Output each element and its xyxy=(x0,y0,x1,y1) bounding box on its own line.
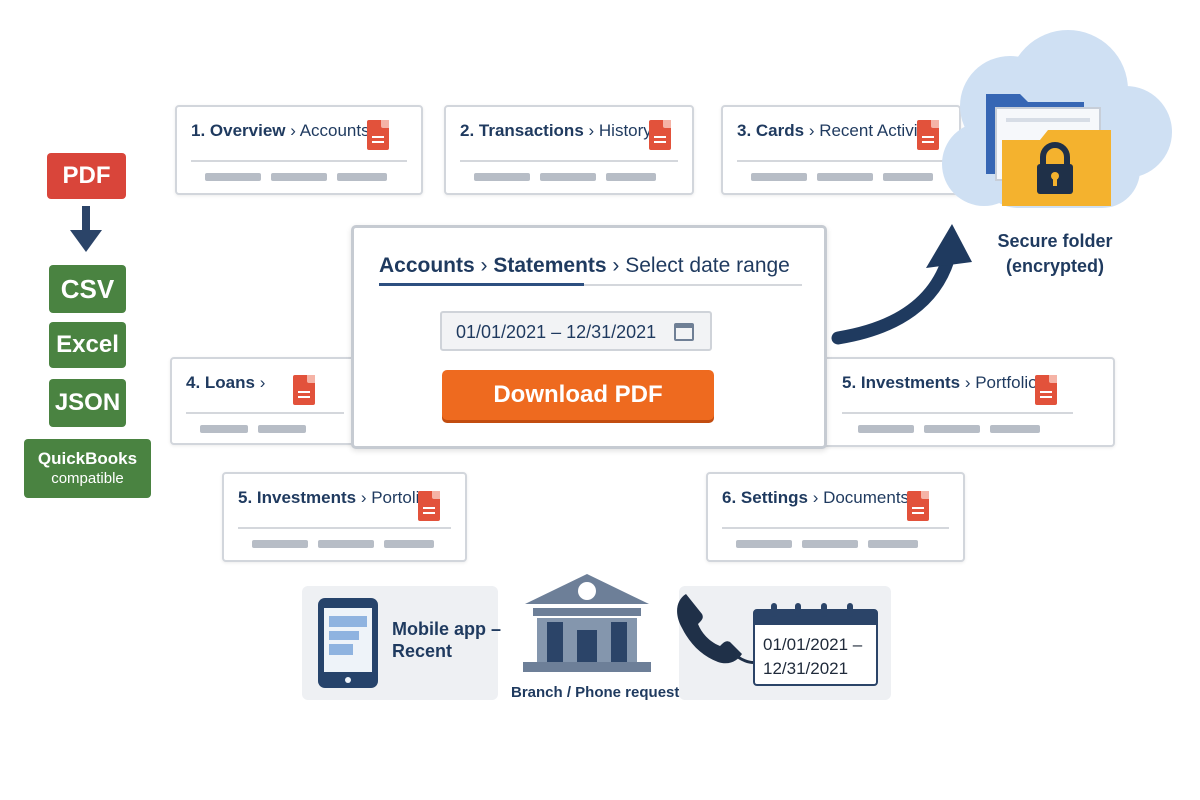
format-pdf-badge: PDF xyxy=(47,153,126,199)
pdf-document-icon xyxy=(367,120,389,150)
mobile-phone-icon xyxy=(318,598,378,688)
placeholder-row xyxy=(474,173,656,181)
divider xyxy=(186,412,344,414)
pdf-document-icon xyxy=(418,491,440,521)
nav-card-settings[interactable]: 6. Settings › Documents xyxy=(706,472,965,562)
breadcrumb-accounts[interactable]: Accounts xyxy=(379,254,475,277)
active-underline xyxy=(379,283,584,286)
placeholder-row xyxy=(736,540,918,548)
date-range-value: 01/01/2021 – 12/31/2021 xyxy=(456,322,657,342)
divider xyxy=(842,412,1073,414)
format-quickbooks-badge: QuickBooks compatible xyxy=(24,439,151,498)
arrow-down-icon xyxy=(70,206,102,252)
card-title: 3. Cards › Recent Activity xyxy=(737,121,931,140)
card-title: 1. Overview › Accounts xyxy=(191,121,370,140)
branch-phone-label: Branch / Phone request xyxy=(511,684,680,701)
placeholder-row xyxy=(252,540,434,548)
bank-building-icon xyxy=(523,574,651,672)
placeholder-row xyxy=(858,425,1040,433)
locked-folder-icon xyxy=(986,94,1111,206)
calendar-header xyxy=(755,611,876,625)
format-excel-badge: Excel xyxy=(49,322,126,368)
nav-card-cards[interactable]: 3. Cards › Recent Activity xyxy=(721,105,961,195)
divider xyxy=(460,160,678,162)
pdf-document-icon xyxy=(917,120,939,150)
pdf-document-icon xyxy=(907,491,929,521)
statements-panel: Accounts › Statements › Select date rang… xyxy=(351,225,827,449)
placeholder-row xyxy=(200,425,306,433)
divider xyxy=(191,160,407,162)
card-title: 6. Settings › Documents xyxy=(722,488,910,507)
pdf-document-icon xyxy=(1035,375,1057,405)
nav-card-overview[interactable]: 1. Overview › Accounts xyxy=(175,105,423,195)
telephone-handset-icon xyxy=(677,594,758,664)
secure-folder-label: Secure folder (encrypted) xyxy=(997,231,1113,276)
pdf-document-icon xyxy=(649,120,671,150)
nav-card-loans[interactable]: 4. Loans › xyxy=(170,357,360,445)
nav-card-investments-right[interactable]: 5. Investments › Portfolio xyxy=(820,357,1115,447)
download-pdf-button[interactable]: Download PDF xyxy=(442,370,714,420)
divider xyxy=(238,527,451,529)
divider xyxy=(722,527,949,529)
nav-card-transactions[interactable]: 2. Transactions › History xyxy=(444,105,694,195)
divider xyxy=(737,160,945,162)
calendar-date-range: 01/01/2021 – 12/31/2021 xyxy=(763,635,863,678)
breadcrumb-select-date: Select date range xyxy=(625,254,790,277)
nav-card-investments-left[interactable]: 5. Investments › Portolio xyxy=(222,472,467,562)
placeholder-row xyxy=(205,173,387,181)
breadcrumb-statements[interactable]: Statements xyxy=(493,254,607,277)
divider xyxy=(584,284,802,286)
curved-arrow-icon xyxy=(831,224,972,345)
card-title: 5. Investments › Portfolio xyxy=(842,373,1038,392)
format-csv-badge: CSV xyxy=(49,265,126,313)
card-title: 5. Investments › Portolio xyxy=(238,488,429,507)
card-title: 2. Transactions › History xyxy=(460,121,652,140)
format-json-badge: JSON xyxy=(49,379,126,427)
calendar-icon: 01/01/2021 – 12/31/2021 xyxy=(753,603,878,686)
placeholder-row xyxy=(751,173,933,181)
pdf-document-icon xyxy=(293,375,315,405)
mobile-app-label: Mobile app – Recent xyxy=(392,619,502,661)
card-title: 4. Loans › xyxy=(186,373,266,392)
breadcrumb: Accounts › Statements › Select date rang… xyxy=(379,254,790,277)
date-range-input[interactable]: 01/01/2021 – 12/31/2021 xyxy=(440,311,712,351)
quickbooks-sub-label: compatible xyxy=(51,469,124,487)
quickbooks-label: QuickBooks xyxy=(37,448,138,468)
calendar-icon[interactable] xyxy=(674,323,694,341)
